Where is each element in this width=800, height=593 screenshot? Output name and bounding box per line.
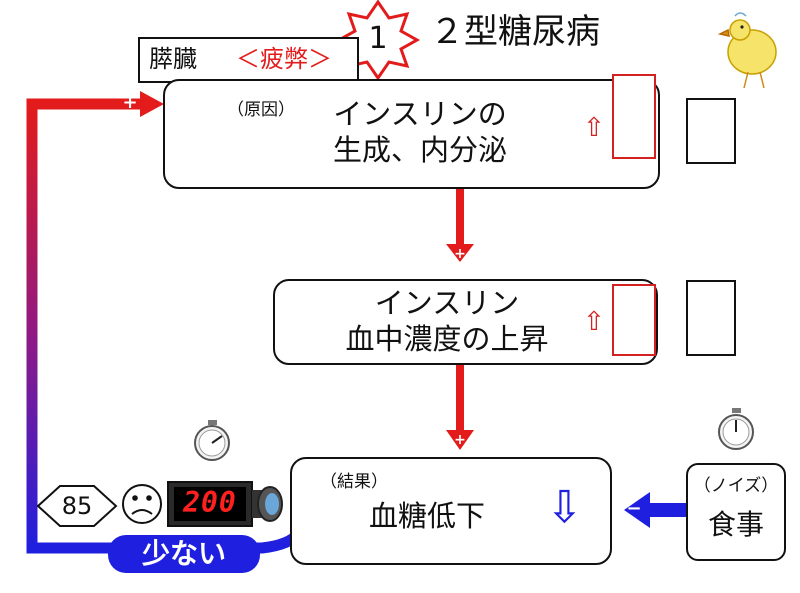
arrow-cause-to-middle-shaft [456,188,464,246]
result-tag: （結果） [320,472,388,492]
insulin-level-line2: 血中濃度の上昇 [345,322,549,356]
cause-red-indicator [612,74,656,159]
plus-sign-middle-to-result: + [454,432,466,448]
page-title: ２型糖尿病 [430,12,600,52]
arrow-cause-to-middle-head [446,244,474,262]
setpoint-diamond [36,485,118,527]
arrow-noise-to-result-shaft [648,503,688,517]
arrow-middle-to-result-shaft [456,365,464,433]
minus-sign-noise: − [626,498,642,519]
cause-text-line1: インスリンの [333,97,507,131]
insulin-level-box: インスリン 血中濃度の上昇 ⇧ [273,279,658,365]
cause-text-line2: 生成、内分泌 [332,133,507,167]
plus-sign-cause-to-middle: + [454,246,466,262]
insulin-red-indicator [612,284,656,356]
arrow-middle-to-result-head [446,430,474,450]
feedback-label-pill: 少ない [108,535,260,573]
noise-text: 食事 [707,508,764,541]
cause-black-indicator [686,98,736,164]
result-down-arrow: ⇩ [546,482,583,533]
insulin-up-arrow: ⇧ [583,307,605,337]
arrow-noise-to-result-head [624,492,650,528]
noise-tag: （ノイズ） [693,476,779,496]
result-text: 血糖低下 [368,499,485,533]
setpoint-value: 85 [61,492,93,520]
noise-box: （ノイズ） 食事 [686,463,786,561]
result-box: （結果） 血糖低下 ⇩ [290,457,612,565]
cause-box: （原因） インスリンの 生成、内分泌 ⇧ [163,79,660,189]
sad-face-icon [122,484,162,524]
organ-label-box: 膵臓 ＜疲弊＞ [138,37,359,83]
feedback-label: 少ない [141,537,226,570]
feedback-loop-arrowhead [140,91,164,117]
organ-status: ＜疲弊＞ [236,45,332,73]
insulin-level-line1: インスリン [374,286,520,320]
cause-tag: （原因） [227,100,295,120]
badge-number: 1 [368,21,388,56]
stopwatch-icon-noise [718,408,754,450]
organ-name: 膵臓 [149,45,197,73]
chick-drawing-icon [717,12,777,89]
insulin-black-indicator [686,280,736,356]
stopwatch-icon [194,420,230,461]
cause-up-arrow: ⇧ [583,113,605,143]
camera-icon [167,481,283,527]
sensor-reading: 200 [183,486,237,519]
plus-sign-loop: + [122,92,138,113]
